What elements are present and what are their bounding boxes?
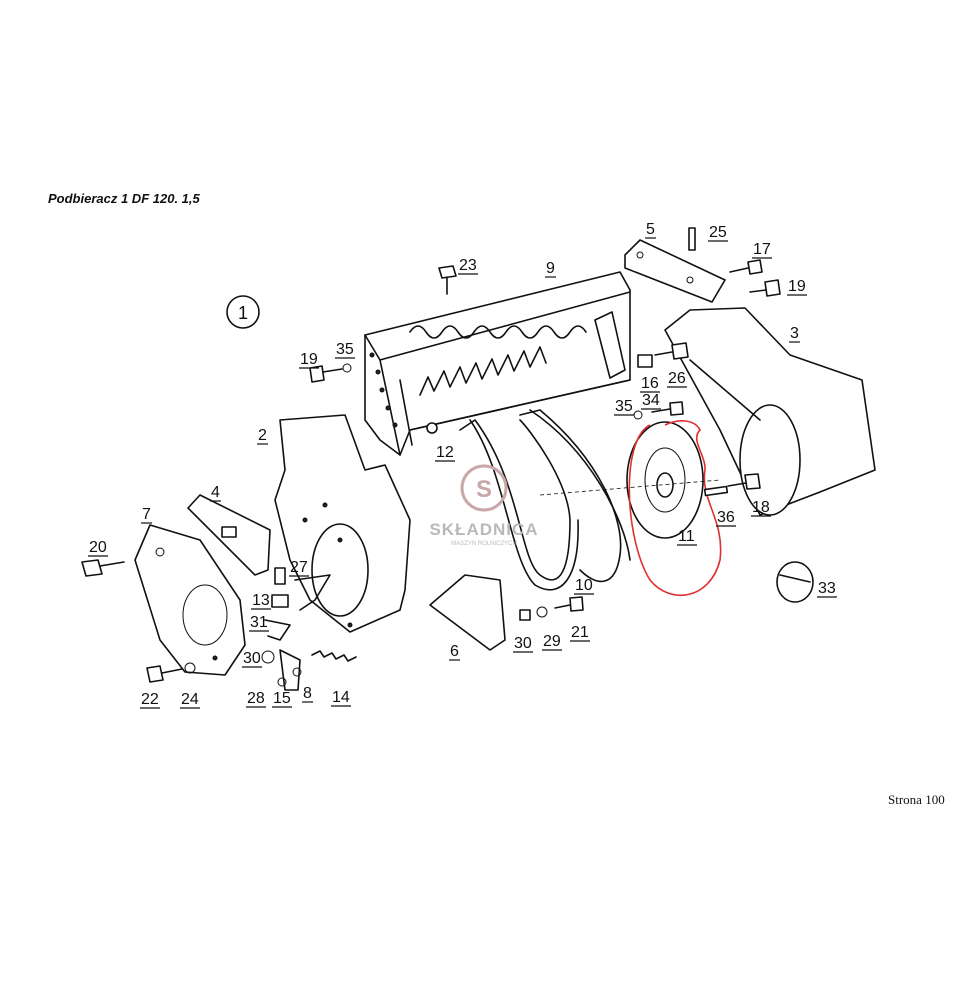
bolt-part-17	[729, 259, 763, 275]
callout-c16: 16	[641, 375, 659, 392]
pin-part-36	[703, 485, 729, 497]
washer-part-35a	[633, 410, 643, 420]
callout-c36: 36	[717, 509, 735, 526]
svg-text:S: S	[476, 476, 492, 503]
callout-c21: 21	[571, 624, 589, 641]
callout-c22: 22	[141, 691, 159, 708]
callout-c30b: 30	[243, 650, 261, 667]
callout-c8: 8	[303, 685, 312, 702]
callout-c13: 13	[252, 592, 270, 609]
pin-part-25	[688, 227, 696, 251]
callout-c10: 10	[575, 577, 593, 594]
callout-c6: 6	[450, 643, 459, 660]
callout-labels: 2345678910111213141516171819192021222324…	[88, 221, 837, 709]
watermark: S SKŁADNICA MASZYN ROLNICZYCH	[429, 464, 538, 547]
callout-c9: 9	[546, 260, 555, 277]
plate-part-4	[187, 494, 271, 576]
watermark-sub: MASZYN ROLNICZYCH	[451, 541, 517, 547]
callout-c29: 29	[543, 633, 561, 650]
assembly-number-text: 1	[238, 303, 248, 323]
bolt-part-23	[438, 265, 457, 295]
callout-c31: 31	[250, 614, 268, 631]
callout-c24: 24	[181, 691, 199, 708]
watermark-text: SKŁADNICA	[429, 520, 538, 539]
callout-c34: 34	[642, 392, 660, 409]
callout-c30a: 30	[514, 635, 532, 652]
bolt-part-12	[426, 422, 438, 434]
callout-c26: 26	[668, 370, 686, 387]
callout-c12: 12	[436, 444, 454, 461]
bracket-part-5	[624, 239, 726, 303]
callout-c3: 3	[790, 325, 799, 342]
highlight-circle	[628, 420, 722, 596]
callout-c27: 27	[290, 559, 308, 576]
nut-part-16	[637, 354, 653, 368]
callout-c25: 25	[709, 224, 727, 241]
callout-c11: 11	[678, 528, 695, 545]
callout-c35a: 35	[615, 398, 633, 415]
callout-c15: 15	[273, 690, 291, 707]
lever-parts-8-13-14-15-27-28-30-31	[261, 567, 357, 691]
diagram-title: Podbieracz 1 DF 120. 1,5	[48, 191, 200, 206]
bolt-part-20	[81, 559, 125, 577]
callout-c35b: 35	[336, 341, 354, 358]
callout-c4: 4	[211, 484, 220, 501]
callout-c7: 7	[142, 506, 151, 523]
assembly-number: 1	[226, 295, 260, 329]
side-cover-part-3	[664, 307, 876, 516]
callout-c18: 18	[752, 499, 770, 516]
callout-c2: 2	[258, 427, 267, 444]
callout-c23: 23	[459, 257, 477, 274]
guard-part-6	[429, 574, 506, 651]
callout-c17: 17	[753, 241, 771, 258]
bolt-part-22	[146, 662, 196, 683]
frame-part-9	[364, 271, 631, 456]
callout-c28: 28	[247, 690, 265, 707]
bolt-part-34	[651, 401, 684, 416]
disc-part-7	[134, 524, 246, 676]
callout-c19a: 19	[788, 278, 806, 295]
callout-c14: 14	[332, 689, 350, 706]
fasteners-parts-21-29-30	[519, 596, 584, 621]
callout-c33: 33	[818, 580, 836, 597]
bolt-part-19a	[749, 279, 781, 297]
bolt-part-18	[727, 473, 761, 490]
bolt-part-19b	[309, 363, 352, 383]
callout-c5: 5	[646, 221, 655, 238]
page-number: Strona 100	[888, 792, 945, 807]
callout-c20: 20	[89, 539, 107, 556]
pulley-part-11	[539, 420, 722, 596]
bolt-part-26	[654, 342, 689, 360]
cap-part-33	[776, 561, 814, 603]
callout-c19b: 19	[300, 351, 318, 368]
